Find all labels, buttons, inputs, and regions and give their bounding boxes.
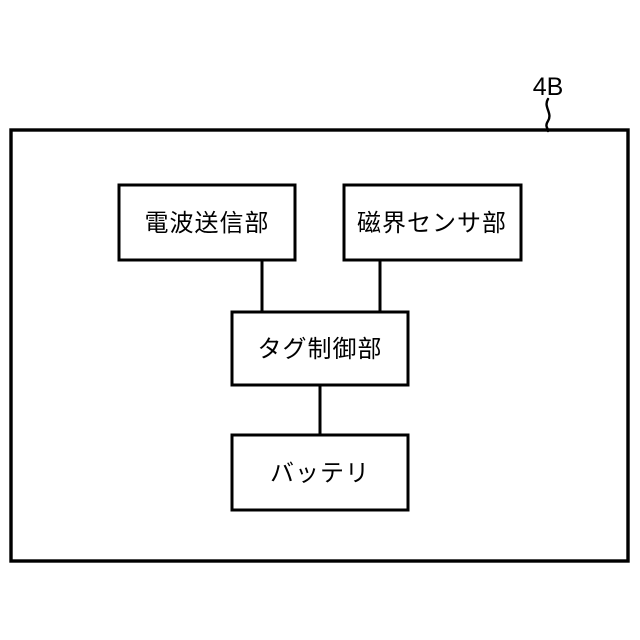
block-tag-controller[interactable]: タグ制御部 (230, 310, 410, 387)
block-battery-label: バッテリ (270, 459, 370, 487)
block-tag-controller-box[interactable] (230, 310, 410, 387)
figure-reference-label: 4B (533, 73, 564, 101)
block-battery-box[interactable] (230, 433, 410, 512)
reference-leader-line (545, 97, 551, 133)
block-magnetic-field-sensor[interactable]: 磁界センサ部 (342, 183, 523, 262)
block-magnetic-field-sensor-label: 磁界センサ部 (357, 209, 507, 237)
block-battery[interactable]: バッテリ (230, 433, 410, 512)
block-magnetic-field-sensor-box[interactable] (342, 183, 523, 262)
block-radio-transmitter[interactable]: 電波送信部 (117, 183, 297, 262)
block-radio-transmitter-label: 電波送信部 (145, 209, 270, 237)
block-radio-transmitter-box[interactable] (117, 183, 297, 262)
block-tag-controller-label: タグ制御部 (258, 335, 383, 363)
